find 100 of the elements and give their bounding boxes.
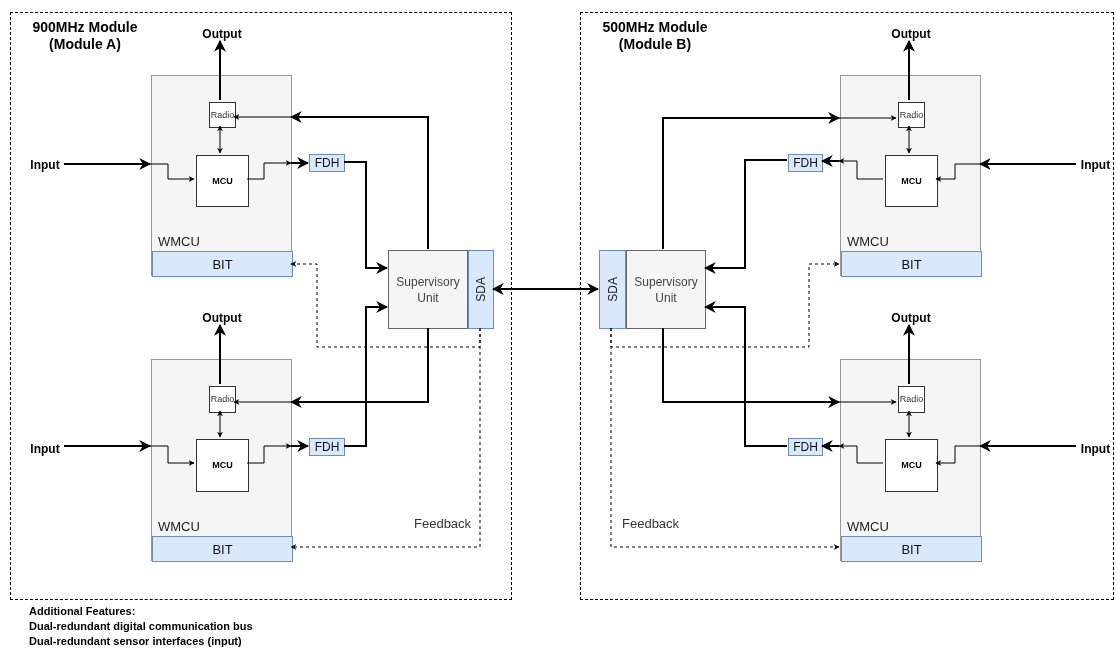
arrow bbox=[838, 115, 897, 121]
arrow bbox=[233, 114, 292, 120]
arrow bbox=[63, 158, 152, 170]
box-label: BIT bbox=[212, 257, 233, 271]
bit-bar bbox=[152, 536, 293, 562]
radio-box bbox=[209, 386, 236, 413]
arrow bbox=[246, 160, 292, 180]
io-label: Output bbox=[202, 312, 242, 324]
box-label: Supervisory Unit bbox=[633, 273, 699, 306]
arrow bbox=[906, 410, 912, 438]
box-label: MCU bbox=[901, 176, 922, 186]
box-label: SDA bbox=[475, 277, 487, 302]
wmcu-box bbox=[840, 75, 981, 276]
mcu-box bbox=[885, 155, 938, 207]
box-label: Radio bbox=[899, 395, 924, 404]
arrow bbox=[149, 445, 195, 466]
arrow bbox=[246, 443, 292, 464]
arrow bbox=[290, 157, 310, 169]
arrow bbox=[903, 323, 915, 385]
arrow bbox=[662, 327, 841, 408]
arrow bbox=[610, 261, 840, 348]
fdh-box bbox=[309, 154, 345, 172]
box-label: WMCU bbox=[158, 519, 200, 534]
arrow bbox=[289, 327, 429, 408]
arrow bbox=[214, 323, 226, 385]
box-label: SDA bbox=[606, 277, 619, 302]
radio-box bbox=[209, 102, 236, 128]
arrow bbox=[290, 440, 310, 452]
arrow bbox=[906, 125, 912, 154]
arrow bbox=[290, 327, 481, 550]
arrow bbox=[662, 112, 841, 250]
arrow bbox=[838, 399, 897, 405]
arrow bbox=[610, 327, 840, 550]
arrow bbox=[703, 301, 788, 447]
box-label: FDH bbox=[793, 157, 818, 169]
box-label: Radio bbox=[210, 395, 235, 404]
mcu-box bbox=[196, 439, 249, 492]
arrow bbox=[935, 445, 981, 466]
arrow bbox=[820, 155, 840, 167]
radio-box bbox=[898, 386, 925, 413]
mcu-box bbox=[196, 155, 249, 207]
arrow bbox=[903, 39, 915, 101]
bit-bar bbox=[841, 251, 982, 277]
arrow bbox=[233, 399, 292, 405]
arrow bbox=[214, 39, 226, 101]
arrow bbox=[491, 283, 600, 295]
annotation-text: Feedback bbox=[622, 515, 680, 533]
box-label: FDH bbox=[793, 441, 818, 453]
radio-box bbox=[898, 102, 925, 128]
supervisory-unit-box bbox=[388, 250, 468, 329]
arrow bbox=[838, 158, 884, 180]
arrow bbox=[343, 161, 389, 274]
wmcu-box bbox=[840, 359, 981, 561]
io-label: Input bbox=[30, 159, 60, 171]
box-label: FDH bbox=[314, 157, 340, 169]
arrow bbox=[703, 159, 788, 274]
note-heading: Additional Features: bbox=[29, 604, 136, 619]
bit-bar bbox=[152, 251, 293, 277]
io-label: Input bbox=[1080, 443, 1111, 455]
fdh-box bbox=[788, 154, 823, 172]
sda-box bbox=[599, 250, 626, 329]
arrow bbox=[217, 125, 223, 154]
arrow bbox=[149, 163, 195, 182]
supervisory-unit-box bbox=[626, 250, 706, 329]
box-label: WMCU bbox=[847, 519, 889, 534]
arrow bbox=[978, 440, 1077, 452]
box-label: BIT bbox=[901, 257, 922, 271]
wmcu-box bbox=[151, 75, 292, 276]
box-label: BIT bbox=[212, 542, 233, 556]
annotation-text: Feedback bbox=[414, 515, 472, 533]
mcu-box bbox=[885, 439, 938, 492]
box-label: MCU bbox=[901, 461, 922, 470]
io-label: Input bbox=[1080, 159, 1111, 171]
box-label: WMCU bbox=[158, 234, 200, 249]
box-label: Supervisory Unit bbox=[395, 273, 461, 306]
arrow bbox=[343, 301, 389, 447]
io-label: Output bbox=[891, 28, 931, 40]
sda-box bbox=[468, 250, 494, 329]
note-text: Dual-redundant digital communication bus bbox=[29, 619, 253, 634]
io-label: Output bbox=[202, 28, 242, 40]
bit-bar bbox=[841, 536, 982, 562]
arrow bbox=[289, 111, 429, 250]
note-text: Dual-redundant sensor interfaces (input) bbox=[29, 634, 242, 649]
io-label: Output bbox=[891, 312, 931, 324]
arrow bbox=[217, 410, 223, 438]
module-title: 500MHz Module (Module B) bbox=[601, 19, 709, 53]
box-label: BIT bbox=[901, 542, 922, 556]
fdh-box bbox=[788, 438, 823, 456]
box-label: WMCU bbox=[847, 234, 889, 249]
arrow bbox=[63, 440, 152, 452]
arrow bbox=[978, 158, 1077, 170]
arrow bbox=[820, 440, 840, 452]
box-label: Radio bbox=[899, 110, 924, 120]
module-title: 900MHz Module (Module A) bbox=[31, 19, 139, 53]
box-label: MCU bbox=[212, 461, 233, 470]
module-boundary bbox=[580, 12, 1114, 600]
fdh-box bbox=[309, 438, 345, 456]
module-boundary bbox=[10, 12, 512, 600]
arrow bbox=[935, 163, 981, 182]
wmcu-box bbox=[151, 359, 292, 561]
